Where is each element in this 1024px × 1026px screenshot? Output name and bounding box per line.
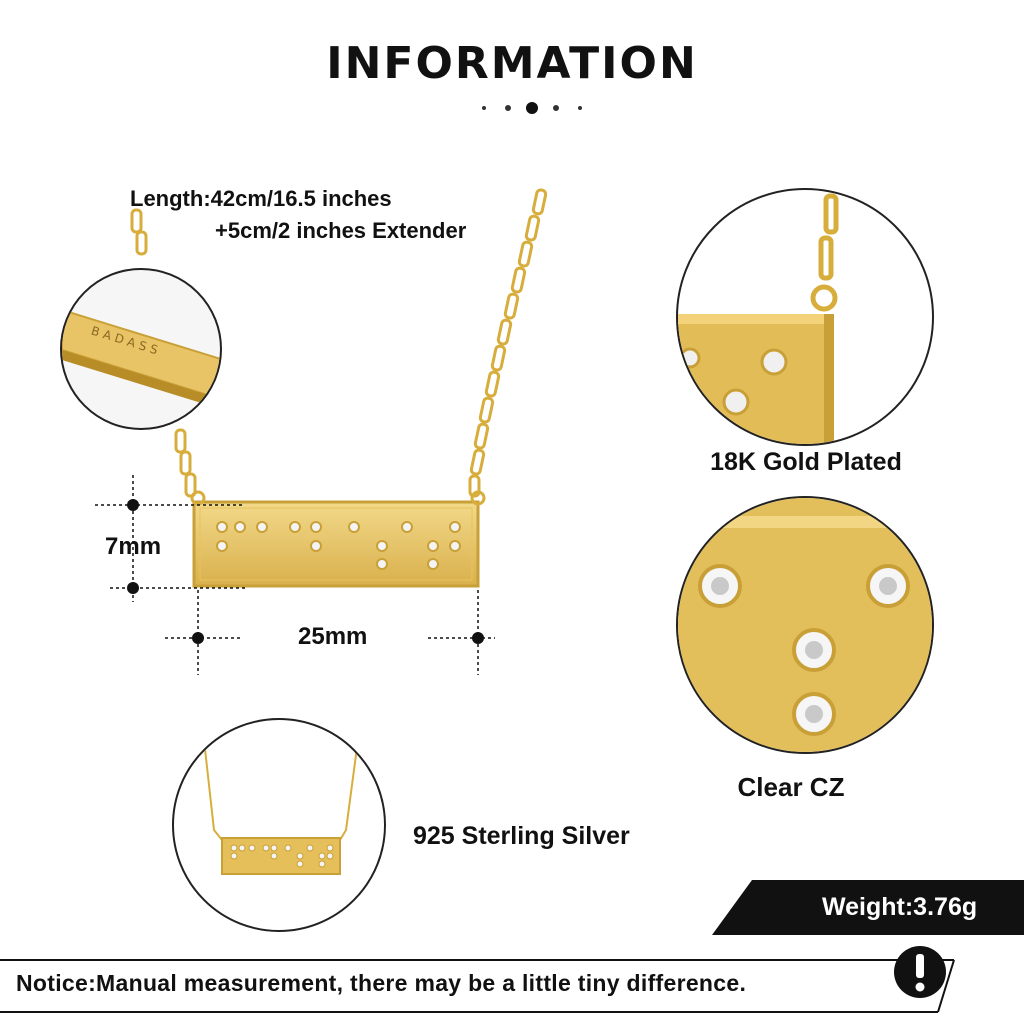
- notice-text: Notice:Manual measurement, there may be …: [16, 970, 747, 996]
- length-spec-line2: +5cm/2 inches Extender: [215, 218, 467, 243]
- weight-banner: [712, 880, 1024, 935]
- height-dimension-marker: [95, 475, 245, 602]
- chain-left: [130, 208, 197, 498]
- material-spec: 925 Sterling Silver: [413, 822, 630, 850]
- cz-stones-closeup-circle: [676, 496, 934, 754]
- gold-plating-closeup-circle: [676, 188, 934, 446]
- engraving-closeup-circle: BADASS: [60, 268, 222, 430]
- chain-right: [468, 188, 548, 498]
- height-spec: 7mm: [105, 533, 162, 560]
- braille-stones: [216, 521, 461, 570]
- dots-divider-icon: [482, 102, 582, 114]
- width-spec: 25mm: [298, 623, 368, 650]
- plating-spec: 18K Gold Plated: [710, 448, 902, 476]
- necklace-dimension-illustration: [95, 188, 548, 675]
- length-spec-line1: Length:42cm/16.5 inches: [130, 186, 392, 211]
- exclamation-icon: [894, 946, 946, 998]
- page-title: INFORMATION: [326, 38, 698, 89]
- necklace-preview-circle: [172, 718, 386, 932]
- stone-spec: Clear CZ: [737, 772, 845, 802]
- weight-spec: Weight:3.76g: [822, 893, 978, 921]
- notice-bar: [0, 959, 955, 1013]
